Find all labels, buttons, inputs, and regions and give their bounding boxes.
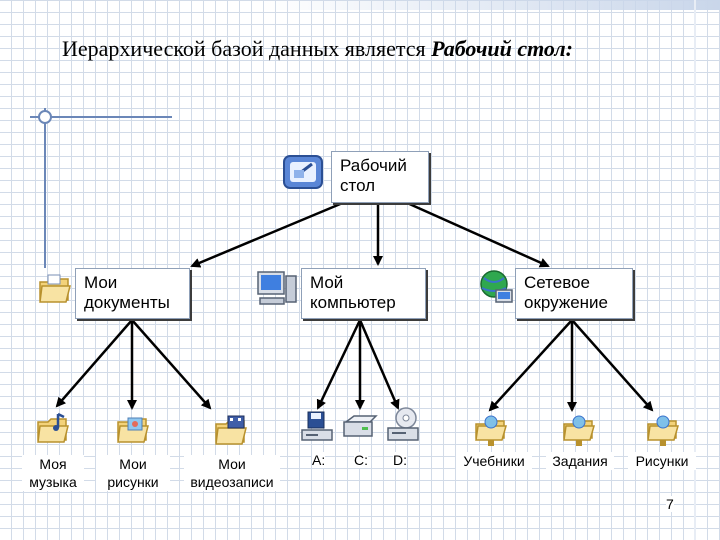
edge-net-pictures <box>571 319 654 412</box>
node-net-textbooks: Учебники <box>456 452 532 470</box>
corner-decoration <box>260 0 720 10</box>
node-my-computer: Мой компьютер <box>301 268 426 319</box>
node-network: Сетевое окружение <box>515 268 633 319</box>
node-drive-c: C: <box>354 452 368 468</box>
decor-vertical-line <box>44 108 46 268</box>
shared-folder-textbooks-icon <box>475 415 507 446</box>
computer-icon <box>257 271 297 305</box>
edge-root-documents <box>190 200 346 268</box>
node-net-tasks: Задания <box>546 452 614 470</box>
edge-net-textbooks <box>488 319 573 412</box>
node-my-documents: Мои документы <box>75 268 190 319</box>
node-drive-a: A: <box>312 452 326 468</box>
edge-docs-music <box>55 319 133 408</box>
folder-music-icon <box>37 412 69 443</box>
node-drive-d: D: <box>393 452 407 468</box>
edge-comp-a <box>316 319 362 410</box>
shared-folder-pictures-icon <box>647 415 679 446</box>
floppy-drive-icon <box>301 411 333 441</box>
node-desktop: Рабочий стол <box>331 151 429 203</box>
title-emphasis: Рабочий стол: <box>431 36 574 61</box>
hard-drive-icon <box>343 415 378 437</box>
desktop-icon <box>283 155 323 189</box>
slide-title: Иерархической базой данных является Рабо… <box>62 36 573 62</box>
folder-pictures-icon <box>117 417 149 443</box>
node-my-music: Моя музыка <box>22 455 84 491</box>
folder-documents-icon <box>39 274 71 303</box>
folder-videos-icon <box>215 415 247 445</box>
decor-horizontal-line <box>30 116 172 118</box>
node-net-pictures: Рисунки <box>628 452 696 470</box>
edge-root-network <box>404 200 550 268</box>
shared-folder-tasks-icon <box>563 415 595 446</box>
right-guide-line <box>694 0 696 540</box>
node-my-pictures: Мои рисунки <box>96 455 170 491</box>
network-globe-icon <box>480 270 513 303</box>
page-number: 7 <box>666 496 674 512</box>
edge-docs-videos <box>131 319 212 410</box>
cd-drive-icon <box>387 407 419 441</box>
title-prefix: Иерархической базой данных является <box>62 36 426 61</box>
edge-comp-d <box>358 319 400 410</box>
node-my-videos: Мои видеозаписи <box>184 455 280 491</box>
decor-circle <box>38 110 52 124</box>
